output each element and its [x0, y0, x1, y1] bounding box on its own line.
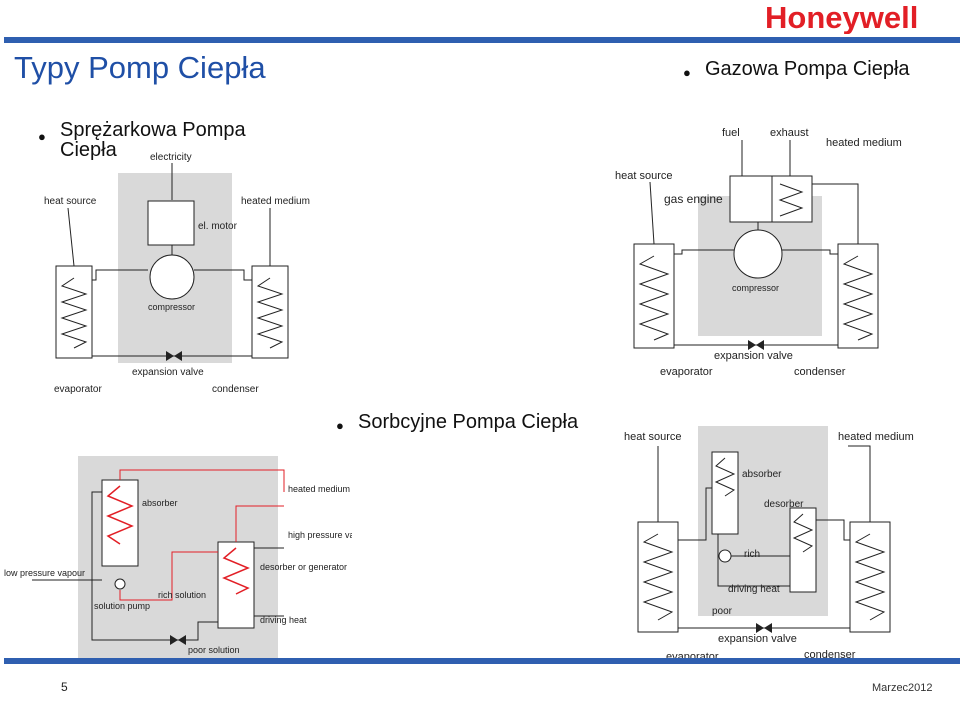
condenser-coil — [251, 265, 289, 359]
bullet-gas-label: Gazowa Pompa Ciepła — [705, 58, 910, 80]
engine-box — [729, 175, 813, 223]
evaporator-coil — [55, 265, 93, 359]
bullet-sorption-label: Sorbcyjne Pompa Ciepła — [358, 411, 579, 433]
condenser-zigzag — [256, 277, 284, 349]
valve-icon — [170, 635, 178, 645]
heated-medium-line — [119, 469, 285, 492]
desorber-vessel — [217, 541, 255, 629]
desorber-vessel — [789, 507, 817, 593]
label-desorber: desorber or generator — [260, 562, 347, 572]
pipe-suction — [92, 269, 148, 281]
page-number: 5 — [61, 680, 68, 694]
label-heated-medium: heated medium — [826, 137, 902, 149]
label-fuel: fuel — [722, 127, 740, 139]
solution-pump-icon — [114, 578, 126, 590]
label-high-pressure-vapour: high pressure vapour — [288, 530, 352, 540]
top-accent-bar — [4, 37, 960, 43]
condenser-coil — [837, 243, 879, 349]
expansion-valve-icon — [748, 340, 756, 350]
sorption-heat-pump-diagram: heat source heated medium absorber desor… — [624, 426, 914, 663]
bullet-gas: ● Gazowa Pompa Ciepła — [683, 58, 910, 81]
poor-line — [717, 534, 790, 587]
evaporator-zigzag — [638, 255, 670, 341]
label-expansion-valve: expansion valve — [132, 367, 204, 378]
label-heat-source: heat source — [615, 170, 672, 182]
label-evaporator: evaporator — [660, 366, 713, 378]
label-expansion-valve: expansion valve — [714, 350, 793, 362]
absorber-vessel — [711, 451, 739, 535]
rich-solution-line — [119, 551, 218, 601]
label-heated-medium: heated medium — [288, 484, 350, 494]
absorber-vessel — [101, 479, 139, 567]
label-condenser: condenser — [794, 366, 846, 378]
label-poor: poor — [712, 606, 733, 617]
honeywell-logo: Honeywell — [765, 0, 918, 34]
heat-source-arrow — [67, 207, 75, 267]
label-compressor: compressor — [148, 302, 195, 312]
poor-solution-line — [91, 491, 218, 641]
page-title: Typy Pomp Ciepła — [14, 50, 266, 85]
exhaust-coil — [778, 183, 804, 217]
desorber-coil — [222, 547, 250, 595]
label-evaporator: evaporator — [54, 384, 102, 395]
evaporator-coil — [633, 243, 675, 349]
bullet-dot-icon: ● — [683, 65, 691, 80]
condenser-zigzag — [854, 533, 886, 621]
expansion-valve-icon — [756, 623, 764, 633]
label-motor: el. motor — [198, 221, 238, 232]
label-engine: gas engine — [664, 192, 723, 206]
label-desorber: desorber — [764, 499, 804, 510]
condenser-zigzag — [842, 255, 874, 341]
pipe-discharge — [194, 269, 252, 281]
label-condenser: condenser — [212, 384, 259, 395]
label-compressor: compressor — [732, 283, 779, 293]
compressor-icon — [149, 254, 195, 300]
label-driving-heat: driving heat — [728, 584, 780, 595]
label-driving-heat: driving heat — [260, 615, 307, 625]
compressor-icon — [733, 229, 783, 279]
label-expansion-valve: expansion valve — [718, 633, 797, 645]
bullet-dot-icon: ● — [336, 418, 344, 433]
label-electricity: electricity — [150, 152, 192, 163]
sorption-detail-diagram: heated medium absorber high pressure vap… — [4, 456, 352, 658]
absorber-coil — [106, 485, 134, 545]
heated-medium-arrow — [848, 445, 871, 522]
heat-source-arrow — [649, 181, 655, 245]
label-low-pressure-vapour: low pressure vapour — [4, 568, 85, 578]
logo-text: Honeywell — [765, 0, 918, 34]
label-exhaust: exhaust — [770, 127, 809, 139]
motor-box — [147, 200, 195, 246]
label-rich: rich — [744, 549, 760, 560]
label-rich-solution: rich solution — [158, 590, 206, 600]
label-absorber: absorber — [142, 498, 178, 508]
bullet-dot-icon: ● — [38, 129, 46, 144]
slide-date: Marzec2012 — [872, 682, 933, 694]
label-heated-medium: heated medium — [241, 196, 310, 207]
bullet-compression-label: Sprężarkowa Pompa Ciepła — [60, 119, 246, 161]
bottom-accent-bar — [4, 658, 960, 664]
label-heat-source: heat source — [624, 431, 681, 443]
absorber-coil — [714, 457, 736, 497]
label-heat-source: heat source — [44, 196, 97, 207]
solution-pump-icon — [718, 549, 732, 563]
heated-medium-arrow — [852, 183, 859, 244]
label-heated-medium: heated medium — [838, 431, 914, 443]
evaporator-zigzag — [60, 277, 88, 349]
compression-heat-pump-diagram: electricity heat source heated medium el… — [44, 152, 310, 395]
expansion-valve-icon — [166, 351, 174, 361]
desorber-coil — [792, 513, 814, 553]
bullet-sorption: ● Sorbcyjne Pompa Ciepła — [336, 411, 579, 434]
gas-heat-pump-diagram: fuel exhaust heated medium heat source g… — [615, 127, 902, 378]
evaporator-zigzag — [642, 533, 674, 621]
bullet-compression: ● Sprężarkowa Pompa Ciepła — [38, 119, 260, 161]
label-poor-solution: poor solution — [188, 645, 240, 655]
label-solution-pump: solution pump — [94, 601, 150, 611]
label-absorber: absorber — [742, 469, 782, 480]
